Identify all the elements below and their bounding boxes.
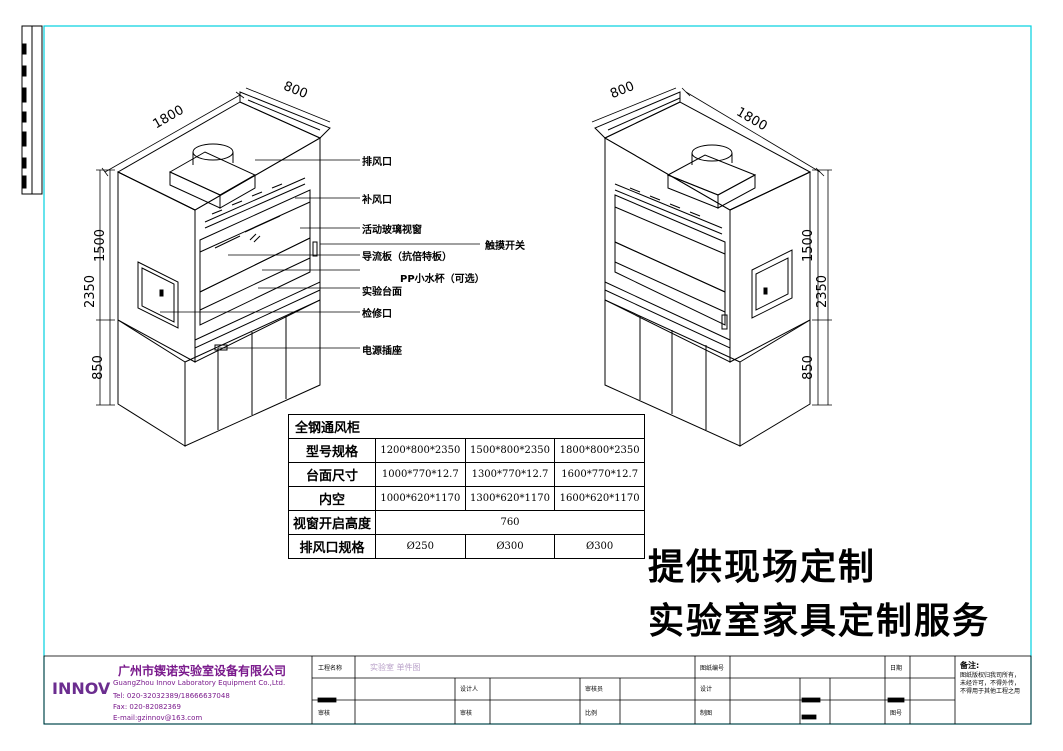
table-title-row: 全钢通风柜 — [288, 414, 645, 439]
design-label: 设计 — [700, 686, 713, 693]
callout-sash: 活动玻璃视窗 — [362, 225, 422, 236]
company-tel: Tel: 020-32032389/18666637048 — [113, 692, 230, 700]
dim-total-left: 2350 — [83, 274, 99, 309]
check-label: 审核 — [318, 710, 331, 717]
scale-label: 比例 — [585, 710, 598, 717]
company-logo: INNOV — [52, 679, 111, 698]
notes-title: 备注: — [960, 661, 980, 670]
table-title: 全钢通风柜 — [288, 414, 645, 439]
designer-label: 设计人 — [460, 686, 479, 693]
table-cell: Ø300 — [464, 534, 556, 559]
margin-ruler — [21, 25, 43, 195]
company-email: E-mail:gzinnov@163.com — [113, 714, 203, 722]
table-row: 排风口规格 Ø250 Ø300 Ø300 — [288, 534, 645, 559]
drawing-label: 制图 — [700, 710, 713, 717]
callout-worktop: 实验台面 — [362, 287, 402, 298]
callout-baffle: 导流板（抗倍特板） — [362, 252, 452, 263]
table-cell: 1800*800*2350 — [554, 438, 645, 463]
table-cell: Ø250 — [375, 534, 466, 559]
table-cell: 1500*800*2350 — [464, 438, 556, 463]
right-dimensions — [591, 87, 832, 406]
title-block — [43, 655, 1032, 725]
table-cell: 1600*770*12.7 — [554, 462, 645, 487]
table-cell: 760 — [375, 510, 645, 535]
dim-total-right: 2350 — [815, 274, 831, 309]
row-label: 内空 — [288, 486, 376, 511]
table-cell: 1300*620*1170 — [464, 486, 556, 511]
notes-text: 图纸版权归我司所有，未经许可，不得外传，不得用于其他工程之用 — [960, 672, 1021, 695]
table-row: 内空 1000*620*1170 1300*620*1170 1600*620*… — [288, 486, 645, 511]
row-label: 型号规格 — [288, 438, 376, 463]
company-fax: Fax: 020-82082369 — [113, 703, 181, 711]
project-label: 工程名称 — [318, 665, 343, 672]
row-label: 排风口规格 — [288, 534, 376, 559]
company-name-en: GuangZhou Innov Laboratory Equipment Co.… — [113, 679, 286, 687]
dim-upper-left: 1500 — [93, 228, 109, 263]
table-cell: 1300*770*12.7 — [464, 462, 556, 487]
left-dimensions — [96, 87, 331, 406]
table-cell: 1200*800*2350 — [375, 438, 466, 463]
spec-table: 全钢通风柜 型号规格 1200*800*2350 1500*800*2350 1… — [288, 414, 645, 559]
callout-touch-switch: 触摸开关 — [485, 241, 525, 252]
date-label: 日期 — [890, 665, 903, 672]
callout-cup-sink: PP小水杯（可选） — [400, 274, 485, 285]
project-value: 实验室 单件图 — [370, 663, 421, 672]
row-label: 视窗开启高度 — [288, 510, 376, 535]
row-label: 台面尺寸 — [288, 462, 376, 487]
table-row: 视窗开启高度 760 — [288, 510, 645, 535]
callout-exhaust: 排风口 — [362, 157, 392, 168]
left-leader-lines — [160, 159, 480, 349]
dim-base-left: 850 — [90, 355, 106, 380]
callout-supply: 补风口 — [362, 195, 392, 206]
sheet-label: 图号 — [890, 710, 903, 717]
table-cell: 1000*770*12.7 — [375, 462, 466, 487]
table-cell: Ø300 — [554, 534, 645, 559]
drawing-no-label: 图纸编号 — [700, 665, 725, 672]
callout-power-socket: 电源插座 — [362, 346, 402, 357]
dim-upper-right: 1500 — [801, 228, 817, 263]
callout-access-panel: 检修口 — [362, 309, 392, 320]
dim-base-right: 850 — [800, 355, 816, 380]
review-label: 审核 — [460, 710, 473, 717]
table-cell: 1000*620*1170 — [375, 486, 466, 511]
right-fume-hood — [594, 91, 812, 447]
slogan-line-1: 提供现场定制 — [648, 546, 877, 588]
approver-label: 审核员 — [585, 686, 604, 693]
company-name-cn: 广州市锲诺实验室设备有限公司 — [118, 664, 287, 678]
table-row: 型号规格 1200*800*2350 1500*800*2350 1800*80… — [288, 438, 645, 463]
slogan-line-2: 实验室家具定制服务 — [648, 600, 991, 642]
left-fume-hood — [116, 91, 331, 447]
table-cell: 1600*620*1170 — [554, 486, 645, 511]
table-row: 台面尺寸 1000*770*12.7 1300*770*12.7 1600*77… — [288, 462, 645, 487]
